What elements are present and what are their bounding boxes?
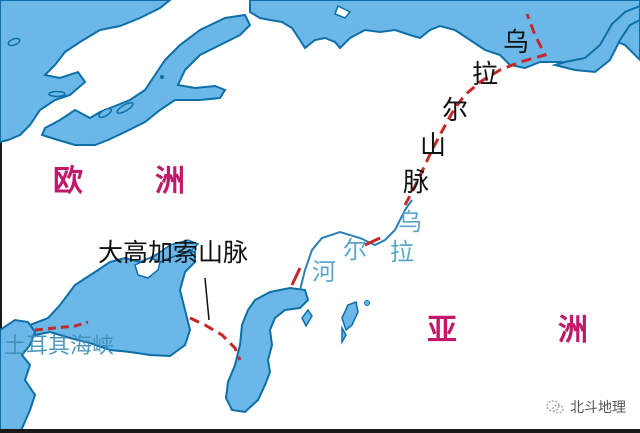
baltic-sea [40,13,252,146]
label-ural-mtn-1: 乌 [503,28,530,58]
label-europe-2: 洲 [155,164,185,199]
aral-sea [341,300,359,332]
caucasus-boundary-line [34,316,242,361]
caspian-sea [224,286,310,414]
label-ural-river-2: 拉 [390,238,414,266]
ural-boundary-line [290,13,548,286]
caucasus-leader-line [204,277,210,321]
aegean-sea [0,318,37,433]
label-ural-mtn-5: 脉 [403,168,430,198]
label-asia-2: 洲 [558,313,588,348]
label-turkish-straits: 土耳其海峡 [4,334,115,359]
wechat-icon [546,400,564,414]
sea-of-azov [150,239,200,263]
label-ural-river-4: 河 [312,258,336,286]
ural-river [299,199,413,291]
label-ural-river-3: 尔 [343,236,367,264]
frame-left-border [0,0,2,433]
frame-bottom-border [0,429,640,433]
ob-gulf [551,4,640,74]
watermark-text: 北斗地理 [570,400,626,416]
crimea [134,257,161,279]
label-asia-1: 亚 [427,313,457,348]
label-greater-caucasus: 大高加索山脉 [98,238,249,267]
label-ural-mtn-4: 山 [420,131,447,161]
watermark: 北斗地理 [546,397,626,417]
label-europe-1: 欧 [53,164,83,199]
label-ural-mtn-2: 拉 [472,60,499,90]
north-atlantic-water [0,0,172,144]
label-ural-mtn-3: 尔 [442,96,469,126]
label-ural-river-1: 乌 [398,208,422,236]
